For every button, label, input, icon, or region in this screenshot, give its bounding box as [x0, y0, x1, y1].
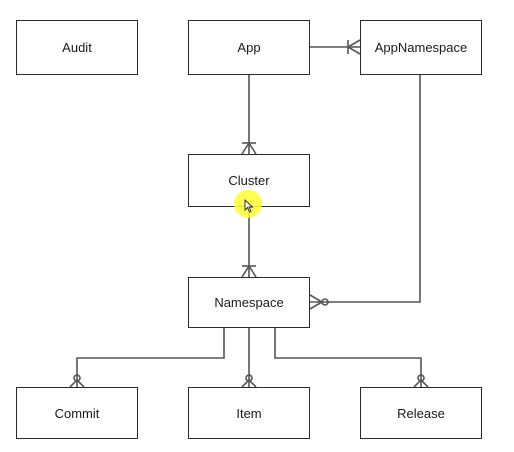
entity-audit[interactable]: Audit — [16, 20, 138, 75]
rel-namespace-release — [274, 328, 429, 388]
entity-audit-label: Audit — [62, 40, 92, 55]
rel-namespace-item — [241, 328, 257, 388]
rel-namespace-commit — [69, 328, 225, 388]
entity-commit-label: Commit — [54, 405, 100, 421]
entity-item[interactable]: Item — [188, 387, 310, 439]
entity-appnamespace[interactable]: AppNamespace — [360, 20, 482, 75]
entity-release-label: Release — [397, 405, 445, 421]
entity-commit[interactable]: Commit — [16, 387, 138, 439]
rel-appnamespace-namespace — [309, 75, 421, 310]
entity-cluster-label: Cluster — [228, 173, 270, 188]
rel-cluster-namespace — [241, 207, 257, 278]
entity-namespace-label: Namespace — [214, 295, 284, 310]
entity-namespace[interactable]: Namespace — [188, 277, 310, 328]
rel-app-cluster — [241, 75, 257, 155]
entity-release[interactable]: Release — [360, 387, 482, 439]
mouse-pointer-icon — [244, 199, 254, 213]
entity-app[interactable]: App — [188, 20, 310, 75]
entity-appnamespace-label: AppNamespace — [374, 40, 468, 55]
entity-app-label: App — [237, 40, 261, 55]
entity-item-label: Item — [236, 405, 262, 421]
rel-app-appnamespace — [310, 39, 361, 55]
